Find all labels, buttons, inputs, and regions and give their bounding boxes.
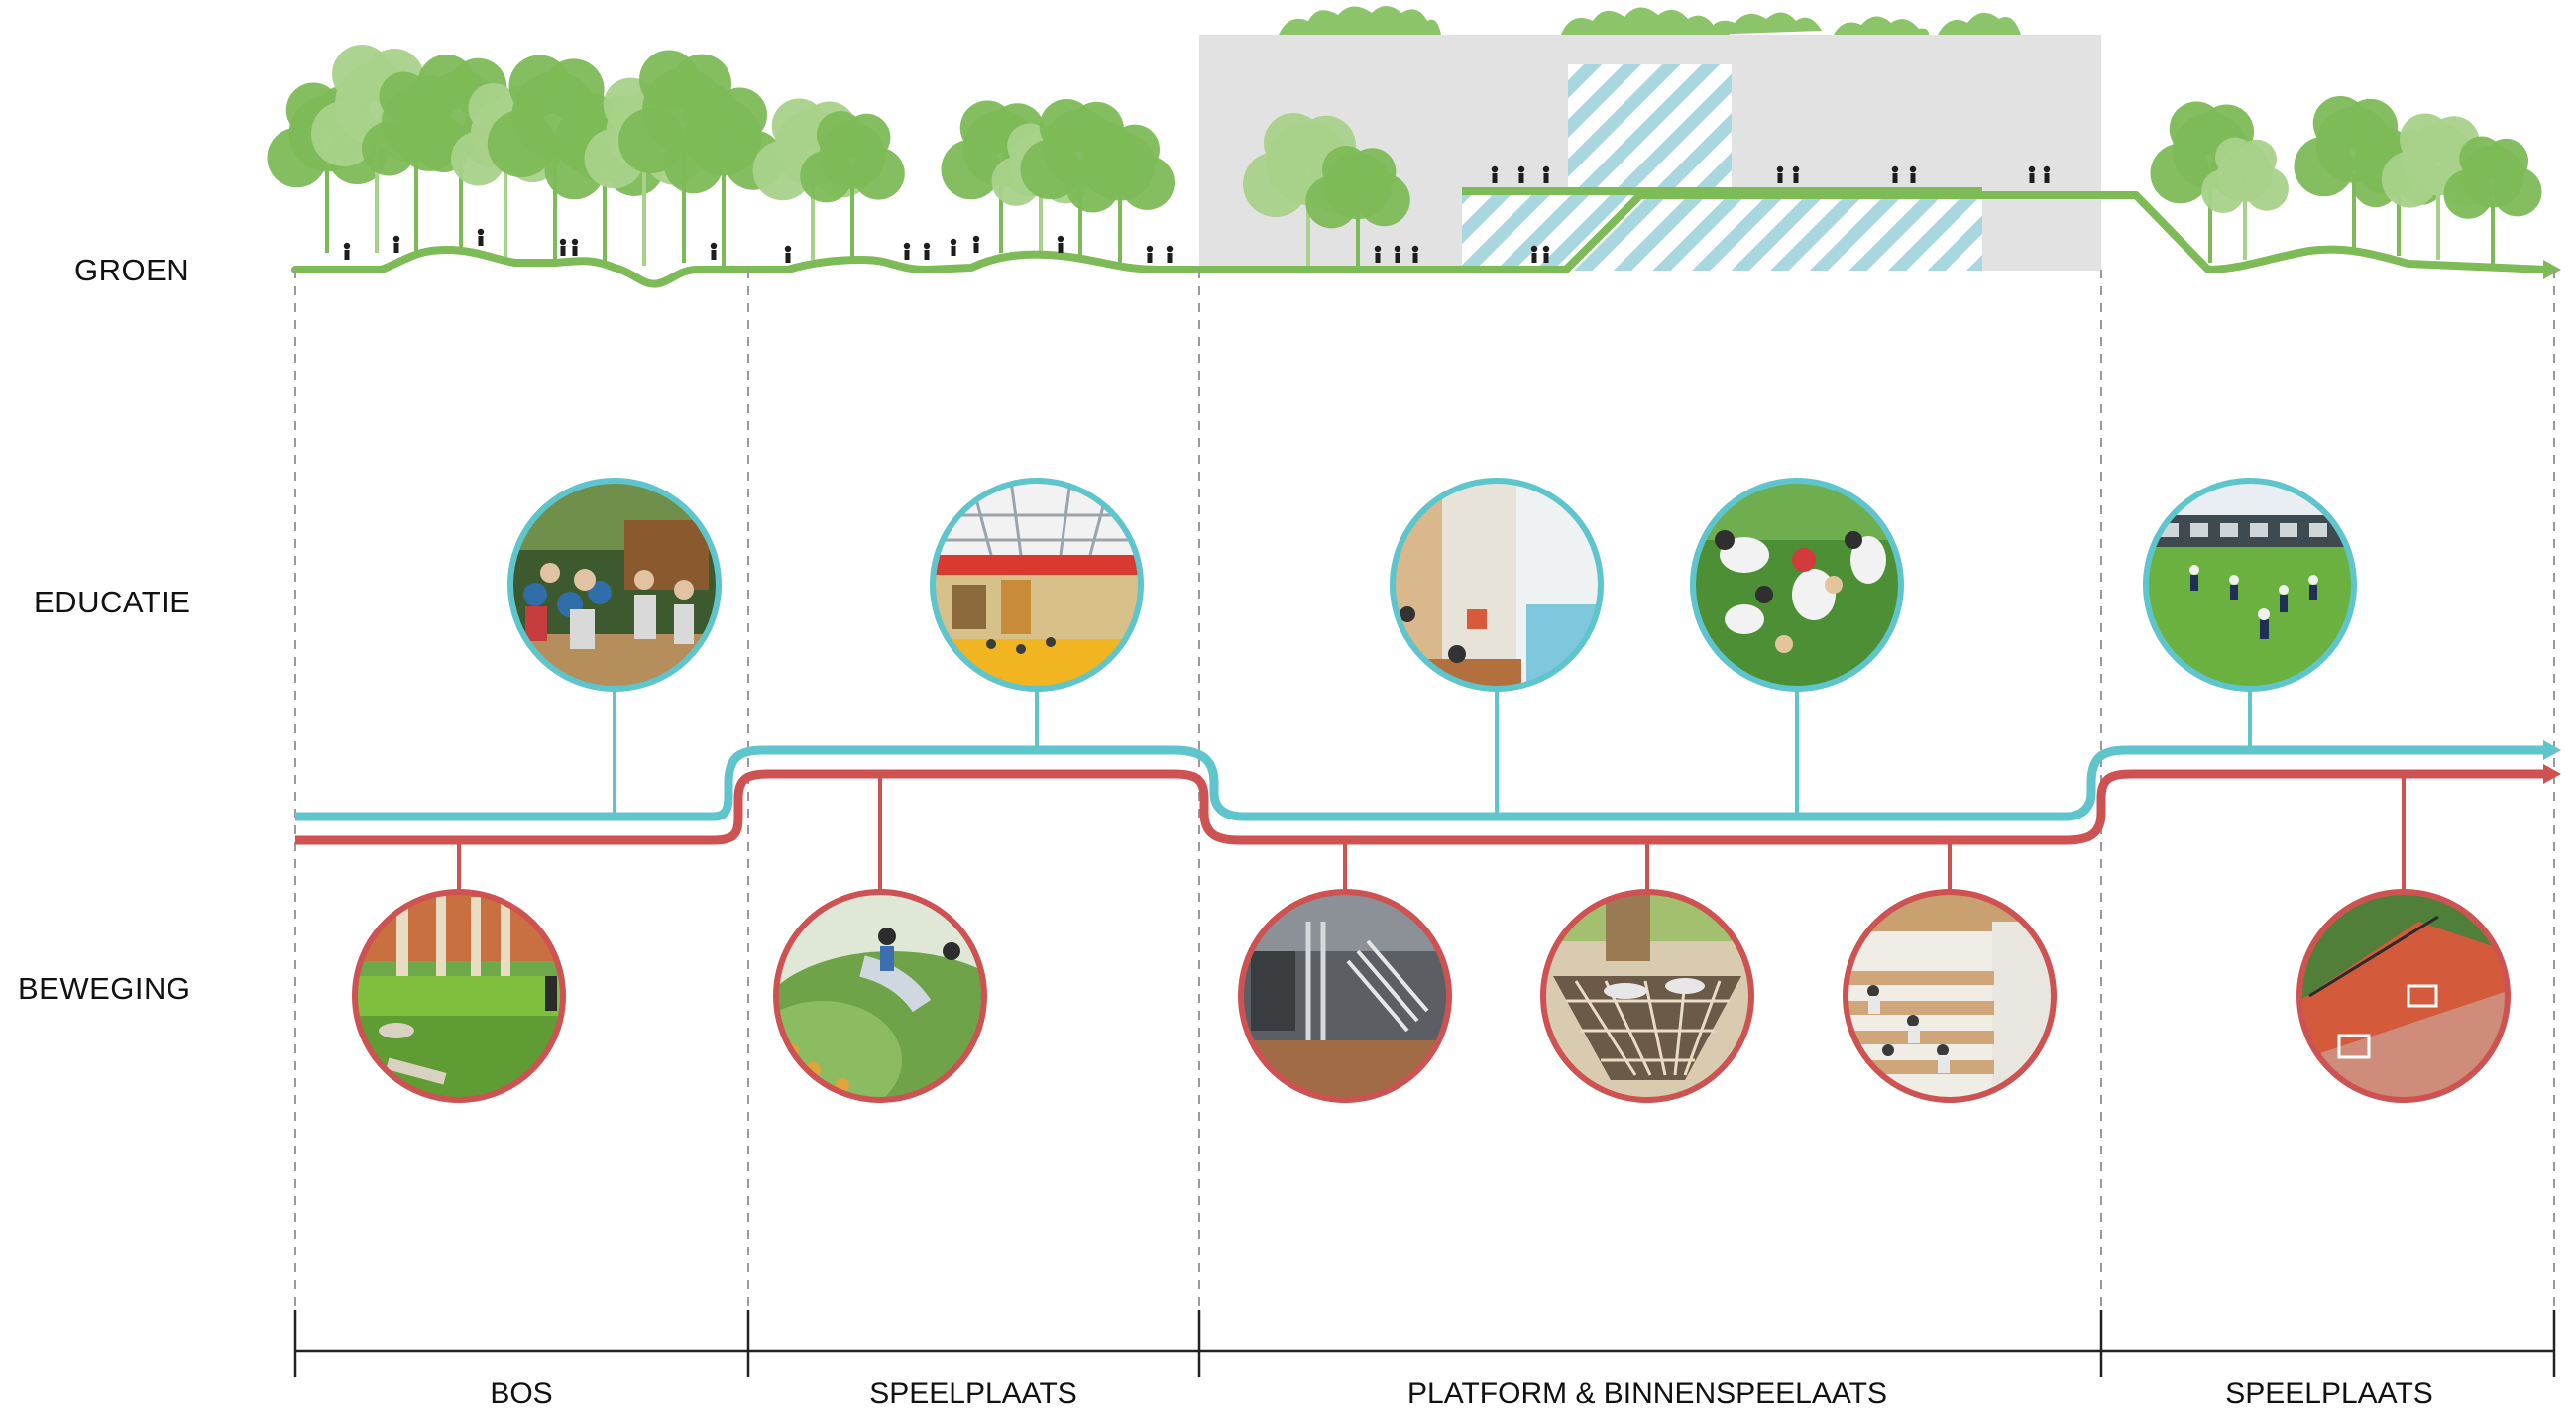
educatie-arrowhead	[2543, 740, 2561, 760]
beweging-arrowhead	[2543, 764, 2561, 784]
zone-bracket	[293, 1310, 2556, 1377]
zone-dividers	[294, 270, 2555, 1323]
terrain	[267, 45, 2561, 288]
row-label-groen: GROEN	[74, 253, 190, 287]
person-icon	[2043, 165, 2051, 183]
photo-rope-net	[1540, 889, 1754, 1103]
tree-icon	[1305, 146, 1410, 268]
person-icon	[1146, 245, 1154, 263]
person-icon	[1909, 165, 1917, 183]
photo-tube-slide-stairs	[1238, 889, 1452, 1103]
person-icon	[343, 242, 351, 260]
photo-green-hill-slide	[773, 889, 987, 1103]
tree-icon	[2443, 136, 2542, 266]
tree-icon	[2201, 137, 2289, 260]
educatie-flow-line	[295, 745, 2543, 821]
building-block	[1199, 6, 2101, 271]
photo-forest-play-structure	[352, 889, 566, 1103]
photo-tribune-stairs	[1843, 889, 2057, 1103]
beweging-stems	[457, 774, 2406, 892]
person-icon	[392, 235, 400, 253]
person-icon	[477, 228, 485, 246]
photo-sports-field	[2143, 478, 2357, 692]
zone-label-speelplaats-2: SPEELPLAATS	[2225, 1377, 2433, 1410]
row-label-beweging: BEWEGING	[18, 971, 191, 1006]
photo-kids-on-grass	[1690, 478, 1904, 692]
person-icon	[1517, 165, 1525, 183]
person-icon	[903, 242, 911, 260]
photo-atrium-hall	[930, 478, 1144, 692]
person-icon	[710, 242, 718, 260]
person-icon	[559, 238, 567, 256]
groen-line	[291, 191, 2551, 288]
zone-label-speelplaats-1: SPEELPLAATS	[869, 1377, 1077, 1410]
person-icon	[1374, 245, 1382, 263]
person-icon	[950, 238, 957, 256]
void-upper	[1568, 64, 1732, 190]
educatie-stems	[613, 689, 2252, 817]
photo-sports-court	[2296, 889, 2511, 1103]
person-icon	[1542, 245, 1550, 263]
person-icon	[923, 242, 931, 260]
person-icon	[1530, 245, 1538, 263]
person-icon	[1057, 235, 1064, 253]
person-icon	[1411, 245, 1419, 263]
row-label-educatie: EDUCATIE	[34, 585, 191, 619]
zone-label-platform: PLATFORM & BINNENSPEELAATS	[1407, 1377, 1887, 1410]
person-icon	[1166, 245, 1174, 263]
person-icon	[1491, 165, 1499, 183]
roof-vegetation	[1279, 6, 2021, 35]
groen-arrowhead	[2543, 260, 2561, 279]
photo-indoor-classroom	[1390, 478, 1604, 692]
person-icon	[2028, 165, 2036, 183]
tree-icon	[800, 111, 905, 260]
person-icon	[972, 235, 980, 253]
person-icon	[784, 245, 792, 263]
person-icon	[1776, 165, 1784, 183]
person-icon	[1394, 245, 1401, 263]
person-icon	[1792, 165, 1800, 183]
tree-icon	[663, 84, 784, 268]
person-icon	[1542, 165, 1550, 183]
tree-icon	[1065, 122, 1175, 263]
person-icon	[571, 238, 579, 256]
person-icon	[1891, 165, 1899, 183]
zone-label-bos: BOS	[490, 1377, 553, 1410]
photo-outdoor-classroom	[507, 478, 722, 692]
beweging-flow-line	[295, 769, 2543, 845]
